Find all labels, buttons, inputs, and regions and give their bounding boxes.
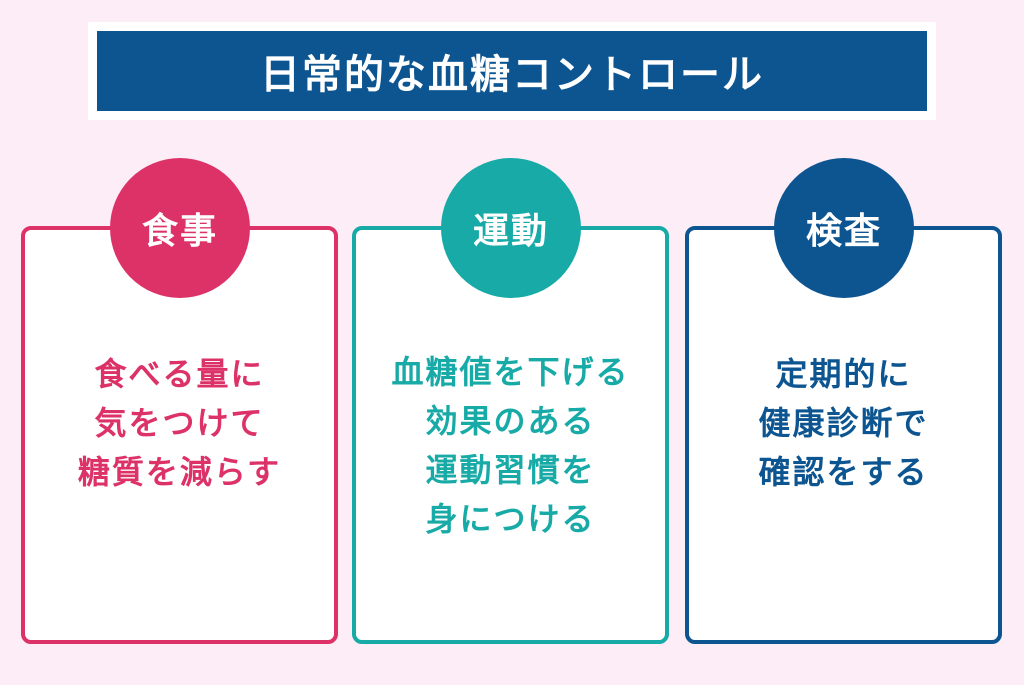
exercise-card-body: 血糖値を下げる 効果のある 運動習慣を 身につける: [356, 348, 665, 544]
diet-line-3: 糖質を減らす: [77, 453, 282, 491]
checkup-card-body: 定期的に 健康診断で 確認をする: [689, 350, 998, 497]
diet-line-1: 食べる量に: [94, 355, 265, 393]
diet-badge: 食事: [110, 158, 250, 298]
checkup-badge: 検査: [774, 158, 914, 298]
exercise-badge-label: 運動: [472, 211, 549, 252]
page-title: 日常的な血糖コントロール: [260, 52, 764, 98]
checkup-badge-label: 検査: [805, 211, 882, 252]
exercise-line-1: 血糖値を下げる: [391, 353, 630, 391]
exercise-line-3: 運動習慣を: [425, 451, 596, 489]
exercise-badge: 運動: [441, 158, 581, 298]
title-bar: 日常的な血糖コントロール: [97, 31, 927, 111]
diet-line-2: 気をつけて: [94, 404, 265, 442]
title-banner: 日常的な血糖コントロール: [88, 22, 936, 120]
checkup-line-1: 定期的に: [775, 355, 912, 393]
diet-badge-label: 食事: [141, 211, 218, 252]
exercise-line-4: 身につける: [425, 500, 596, 538]
exercise-line-2: 効果のある: [425, 402, 596, 440]
checkup-line-2: 健康診断で: [758, 404, 929, 442]
checkup-line-3: 確認をする: [758, 453, 929, 491]
diet-card-body: 食べる量に 気をつけて 糖質を減らす: [25, 350, 334, 497]
